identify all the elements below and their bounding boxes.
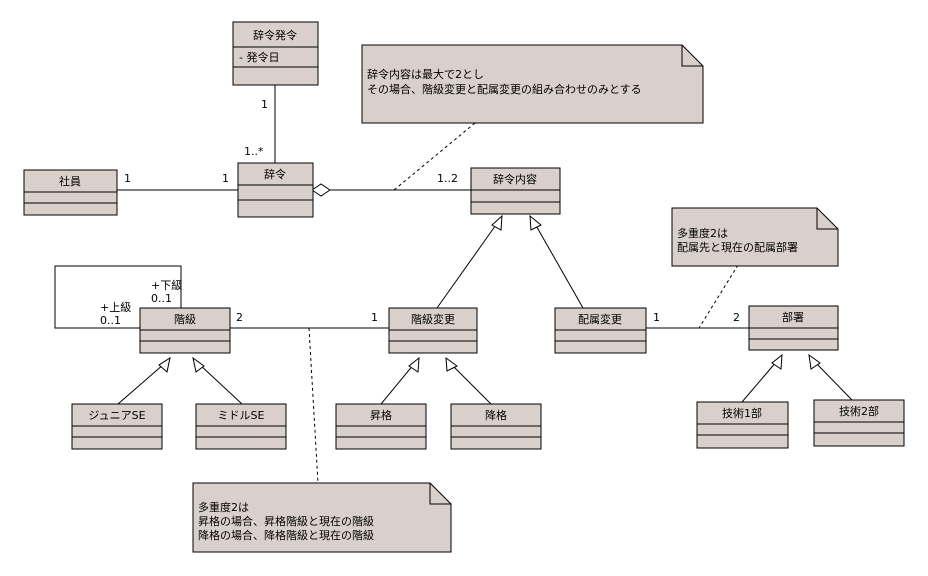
generalization-arrowheads	[158, 214, 821, 373]
gen-middle-kaikyuu	[198, 363, 243, 405]
gen-gijutsu2-busho	[813, 360, 853, 401]
classes: 辞令発令 - 発令日 辞令 社員 辞令内容	[23, 21, 905, 450]
gen-arrow-gijutsu2	[808, 353, 821, 370]
class-koukaku[interactable]: 降格	[450, 403, 542, 450]
connectors	[54, 85, 853, 484]
mult-naiyou-side: 1..2	[437, 172, 458, 185]
gen-arrow-gijutsu1	[771, 353, 783, 370]
note3-anchor	[308, 327, 319, 484]
gen-arrow-shoukaku	[408, 356, 420, 373]
gen-junior-kaikyuu	[117, 363, 165, 405]
gen-arrow-middle	[192, 356, 205, 373]
class-middle-se[interactable]: ミドルSE	[195, 403, 287, 450]
multiplicities: 1 1..* 1 1 1..2 2 1 1 2 +下級 0..1 +上級 0..…	[100, 98, 740, 327]
note-3-line-3: 降格の場合、降格階級と現在の階級	[198, 528, 374, 542]
class-haizoku-henkou-name: 配属変更	[578, 312, 622, 326]
mult-haizoku-right: 1	[653, 311, 660, 324]
note-3[interactable]: 多重度2は 昇格の場合、昇格階級と現在の階級 降格の場合、降格階級と現在の階級	[192, 482, 452, 553]
class-junior-se-name: ジュニアSE	[88, 409, 145, 422]
class-jirei-naiyou-name: 辞令内容	[493, 172, 537, 186]
mult-kaikyuu-right: 2	[236, 311, 243, 324]
note-1-line-1: 辞令内容は最大で2とし	[367, 67, 484, 81]
mult-jirei-left: 1	[222, 172, 229, 185]
gen-arrow-haizoku	[529, 214, 542, 231]
class-junior-se[interactable]: ジュニアSE	[71, 403, 163, 450]
class-shain-name: 社員	[59, 174, 81, 188]
class-shoukaku-name: 昇格	[370, 408, 392, 422]
note-1-line-2: その場合、階級変更と配属変更の組み合わせのみとする	[367, 82, 642, 96]
mult-shain-side: 1	[124, 172, 131, 185]
class-jirei-hatsurei[interactable]: 辞令発令 - 発令日	[232, 21, 319, 86]
class-kaikyuu[interactable]: 階級	[139, 307, 231, 354]
note2-anchor	[698, 264, 739, 329]
class-gijutsu1-name: 技術1部	[722, 406, 762, 420]
note1-anchor	[393, 122, 476, 191]
class-jirei-hatsurei-name: 辞令発令	[253, 28, 297, 42]
class-jirei-naiyou[interactable]: 辞令内容	[470, 167, 561, 215]
class-haizoku-henkou[interactable]: 配属変更	[554, 307, 647, 354]
class-middle-se-name: ミドルSE	[218, 409, 265, 422]
class-shoukaku[interactable]: 昇格	[335, 403, 427, 450]
gen-gijutsu1-busho	[741, 360, 778, 403]
class-gijutsu1[interactable]: 技術1部	[696, 401, 789, 449]
mult-self-lower: 0..1	[151, 292, 172, 305]
assoc-kaikyuu-self	[54, 265, 182, 329]
gen-arrow-koukaku	[445, 356, 458, 372]
note-2[interactable]: 多重度2は 配属先と現在の配属部署	[671, 207, 839, 267]
mult-henkou-left: 1	[371, 311, 378, 324]
role-upper: +上級	[100, 301, 131, 314]
note-2-line-1: 多重度2は	[677, 226, 728, 240]
gen-henkou-naiyou	[436, 221, 499, 309]
class-gijutsu2[interactable]: 技術2部	[813, 399, 905, 447]
gen-shoukaku-henkou	[380, 363, 415, 405]
mult-self-upper: 0..1	[100, 314, 121, 327]
note-3-line-2: 昇格の場合、昇格階級と現在の階級	[198, 514, 374, 528]
role-lower: +下級	[151, 279, 182, 292]
aggregation-diamond	[311, 183, 331, 197]
class-kaikyuu-henkou[interactable]: 階級変更	[388, 307, 478, 354]
mult-hatsurei-bottom: 1..*	[244, 145, 264, 158]
class-koukaku-name: 降格	[485, 408, 507, 422]
gen-haizoku-naiyou	[533, 221, 584, 309]
gen-arrow-junior	[158, 356, 171, 373]
class-kaikyuu-henkou-name: 階級変更	[411, 312, 455, 326]
class-jirei[interactable]: 辞令	[237, 162, 314, 218]
note-3-line-1: 多重度2は	[198, 500, 249, 514]
mult-busho-left: 2	[733, 311, 740, 324]
class-busho-name: 部署	[782, 310, 804, 324]
note-2-line-2: 配属先と現在の配属部署	[677, 240, 798, 254]
class-busho[interactable]: 部署	[748, 305, 839, 351]
class-jirei-hatsurei-attr: - 発令日	[239, 50, 279, 64]
class-gijutsu2-name: 技術2部	[839, 404, 879, 418]
class-shain[interactable]: 社員	[23, 169, 118, 216]
gen-koukaku-henkou	[450, 363, 492, 405]
note-1[interactable]: 辞令内容は最大で2とし その場合、階級変更と配属変更の組み合わせのみとする	[361, 44, 704, 124]
class-kaikyuu-name: 階級	[174, 312, 196, 326]
mult-hatsurei-top: 1	[261, 98, 268, 111]
gen-arrow-henkou	[491, 214, 503, 231]
class-jirei-name: 辞令	[264, 167, 286, 181]
